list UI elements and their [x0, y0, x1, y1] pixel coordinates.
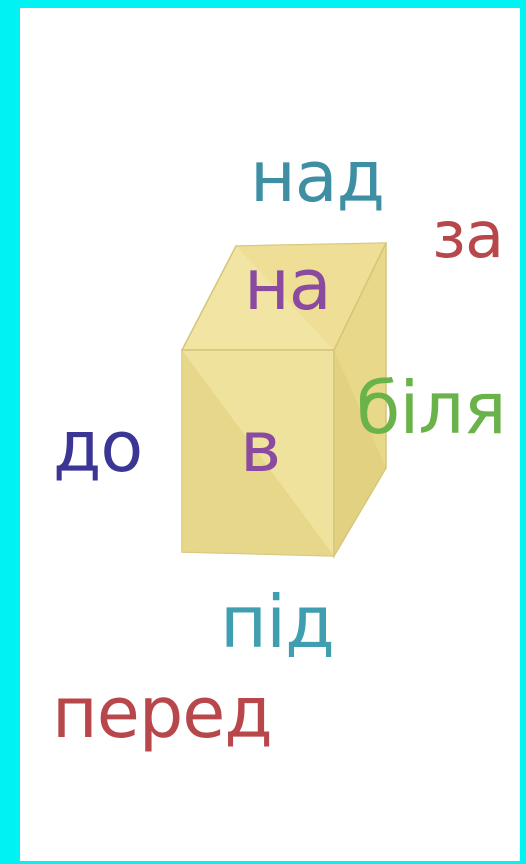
word-pered: перед — [52, 678, 272, 748]
word-na: на — [244, 250, 331, 320]
word-pid: під — [220, 586, 334, 658]
word-za: за — [432, 204, 503, 268]
word-v: в — [240, 412, 280, 482]
word-nad: над — [250, 142, 384, 212]
word-do: до — [53, 412, 142, 482]
word-bilya: біля — [356, 372, 506, 444]
